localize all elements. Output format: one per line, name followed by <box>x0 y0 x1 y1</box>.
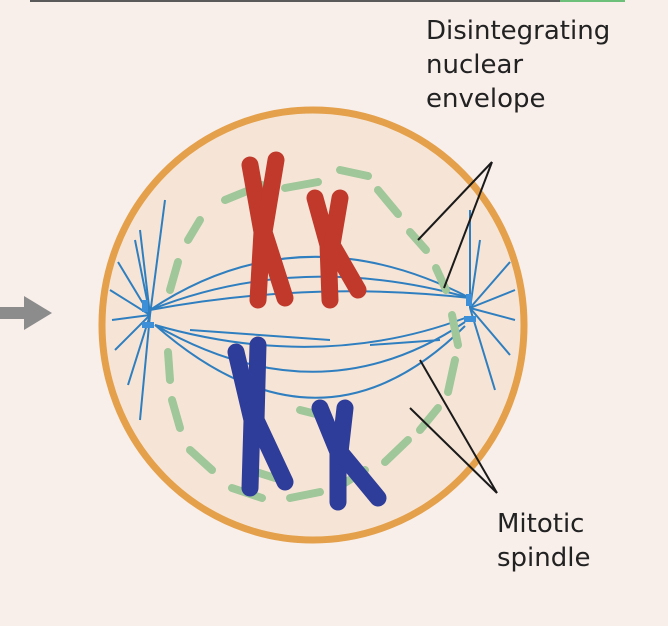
incoming-arrow-icon <box>0 296 52 330</box>
centrosome-left <box>142 300 154 328</box>
chromosomes-red <box>241 151 367 309</box>
mitotic-spindle-label: Mitotic spindle <box>497 507 590 575</box>
nuclear-envelope-label-line-2: nuclear <box>426 50 524 80</box>
nuclear-envelope-label: Disintegrating nuclear envelope <box>426 14 610 116</box>
nuclear-envelope-label-line-3: envelope <box>426 84 546 114</box>
nuclear-envelope-label-line-1: Disintegrating <box>426 16 611 46</box>
nuclear-envelope-fragments <box>164 166 462 502</box>
centrosome-right <box>464 294 476 322</box>
envelope-leader-lines <box>417 161 493 289</box>
mitotic-spindle-label-line-2: spindle <box>497 543 591 573</box>
mitotic-spindle-label-line-1: Mitotic <box>497 509 585 539</box>
chromosomes-blue <box>227 336 387 511</box>
spindle-leader-lines <box>409 359 498 494</box>
